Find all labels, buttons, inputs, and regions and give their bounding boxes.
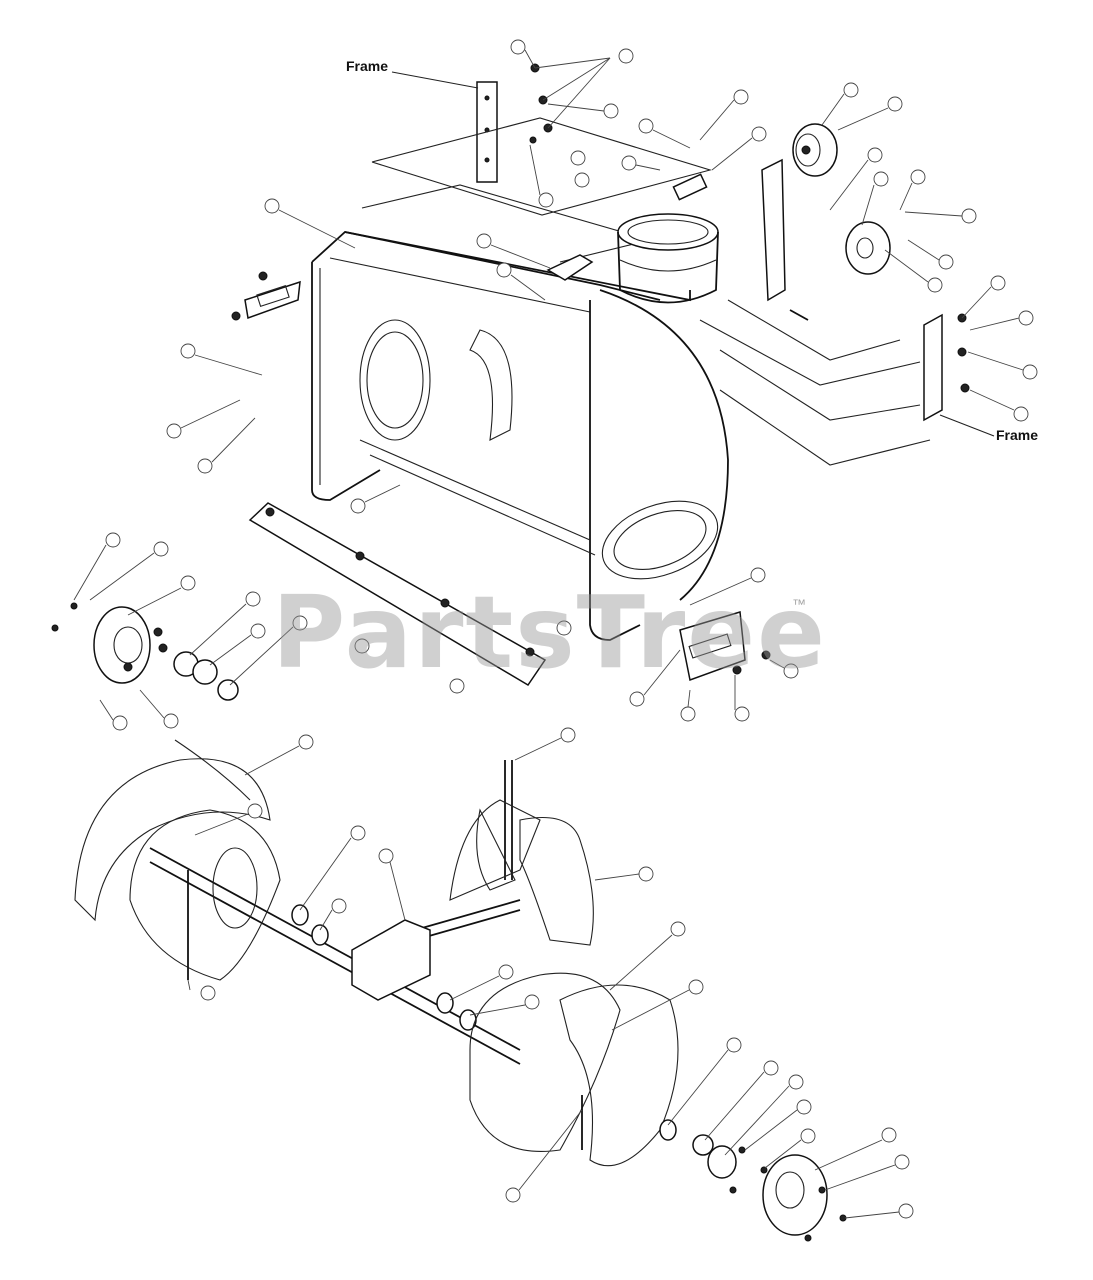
frame-bracket-right — [923, 313, 995, 437]
scraper-bar — [248, 502, 547, 687]
frame-label-right: Frame — [996, 427, 1039, 443]
skid-shoe-right — [679, 611, 771, 682]
watermark-logo: PartsTree — [272, 574, 827, 691]
auger-housing — [311, 231, 729, 641]
frame-label-top: Frame — [346, 58, 389, 74]
callout-balloons — [73, 39, 1038, 1219]
pulley-assembly — [761, 123, 891, 321]
impeller — [449, 799, 594, 946]
auger-left — [74, 739, 281, 981]
auger-right — [469, 972, 679, 1167]
top-hardware — [529, 57, 611, 144]
bearing-housing-right — [659, 1119, 847, 1242]
chute-assembly — [546, 173, 719, 304]
frame-bracket-left — [391, 71, 498, 183]
guide-lines — [361, 117, 931, 466]
trademark-symbol: ™ — [792, 596, 806, 612]
skid-shoe-left — [231, 271, 301, 321]
bearing-housing-left — [51, 602, 239, 701]
